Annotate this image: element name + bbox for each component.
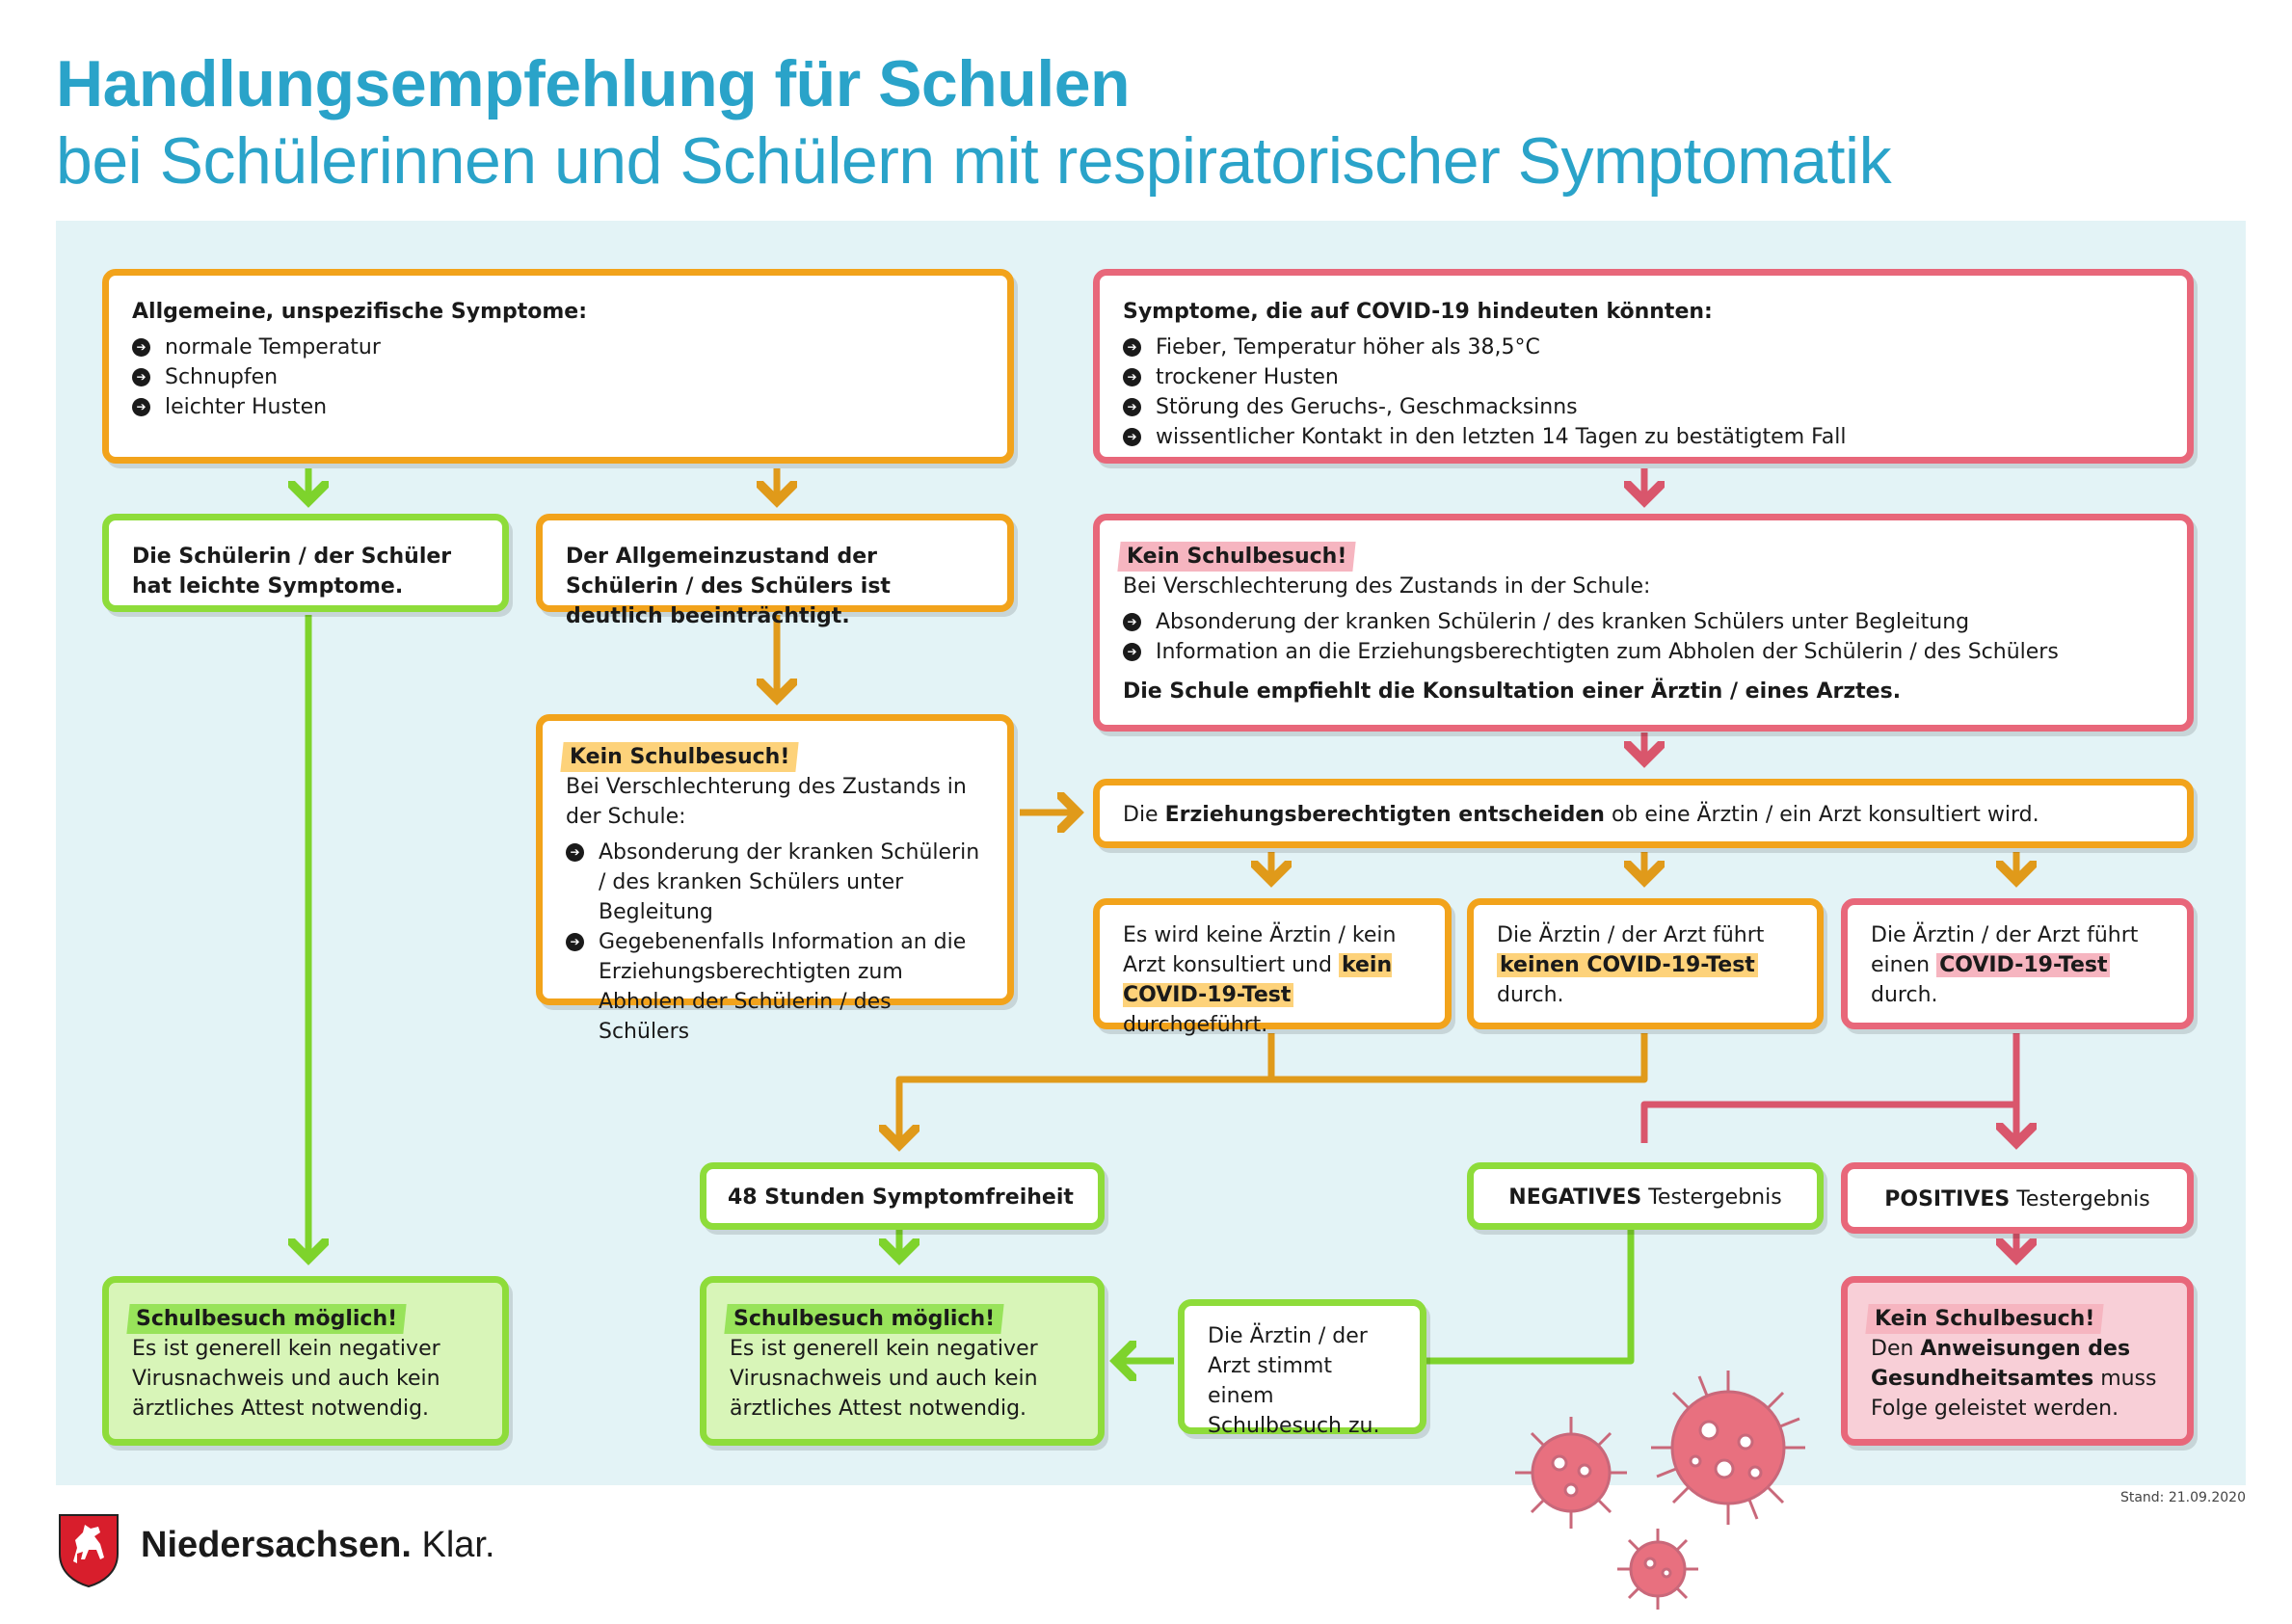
no-school-positive-box: Kein Schulbesuch! Den Anweisungen des Ge…	[1841, 1276, 2194, 1446]
school-possible-text: Es ist generell kein negativer Virusnach…	[730, 1337, 1038, 1421]
guardians-decide-box: Die Erziehungsberechtigten entscheiden o…	[1093, 779, 2194, 848]
no-school-intro: Bei Verschlechterung des Zustands in der…	[1123, 574, 1651, 599]
consultation-recommendation: Die Schule empfiehlt die Konsultation ei…	[1123, 679, 1902, 704]
no-school-badge: Kein Schulbesuch!	[1117, 542, 1356, 572]
mild-symptoms-box: Die Schülerin / der Schüler hat leichte …	[102, 514, 509, 612]
covid-symptoms-box: Symptome, die auf COVID-19 hindeuten kön…	[1093, 269, 2194, 464]
list-item: Störung des Geruchs-, Geschmacksinns	[1123, 392, 2164, 422]
school-possible-left-box: Schulbesuch möglich! Es ist generell kei…	[102, 1276, 509, 1446]
list-item: Schnupfen	[132, 362, 984, 392]
list-item: wissentlicher Kontakt in den letzten 14 …	[1123, 422, 2164, 452]
school-possible-badge: Schulbesuch möglich!	[126, 1304, 407, 1334]
mild-symptoms-text: Die Schülerin / der Schüler hat leichte …	[132, 545, 452, 599]
option-test-box: Die Ärztin / der Arzt führt einen COVID-…	[1841, 898, 2194, 1029]
list-item: Absonderung der kranken Schülerin / des …	[1123, 607, 2164, 637]
list-item: normale Temperatur	[132, 333, 984, 362]
test-highlight: COVID-19-Test	[1936, 953, 2111, 977]
doctor-agrees-box: Die Ärztin / der Arzt stimmt einem Schul…	[1178, 1299, 1426, 1438]
list-item: Information an die Erziehungsberechtigte…	[1123, 637, 2164, 667]
date-stamp: Stand: 21.09.2020	[2119, 1490, 2246, 1505]
covid-symptoms-list: Fieber, Temperatur höher als 38,5°C troc…	[1123, 333, 2164, 452]
no-school-actions-list: Absonderung der kranken Schülerin / des …	[1123, 607, 2164, 667]
option-no-doctor-box: Es wird keine Ärztin / kein Arzt konsult…	[1093, 898, 1452, 1037]
school-possible-badge: Schulbesuch möglich!	[724, 1304, 1004, 1334]
list-item: trockener Husten	[1123, 362, 2164, 392]
symptom-free-box: 48 Stunden Symptomfreiheit	[700, 1162, 1105, 1230]
option-no-test-box: Die Ärztin / der Arzt führt keinen COVID…	[1467, 898, 1824, 1029]
negative-result-box: NEGATIVES Testergebnis	[1467, 1162, 1824, 1230]
health-office-instructions: Den Anweisungen des Gesundheitsamtes mus…	[1871, 1337, 2157, 1421]
list-item: leichter Husten	[132, 392, 984, 422]
no-test-highlight: keinen COVID-19-Test	[1497, 953, 1758, 977]
guardians-decide-emphasis: Erziehungsberechtigten entscheiden	[1164, 803, 1605, 827]
list-item: Fieber, Temperatur höher als 38,5°C	[1123, 333, 2164, 362]
general-symptoms-heading: Allgemeine, unspezifische Symptome:	[132, 300, 588, 324]
covid-symptoms-heading: Symptome, die auf COVID-19 hindeuten kön…	[1123, 300, 1713, 324]
page-subtitle: bei Schülerinnen und Schülern mit respir…	[56, 124, 1892, 198]
no-school-red-box: Kein Schulbesuch! Bei Verschlechterung d…	[1093, 514, 2194, 732]
list-item: Absonderung der kranken Schülerin / des …	[566, 838, 984, 927]
no-school-intro: Bei Verschlechterung des Zustands in der…	[566, 775, 967, 829]
impaired-condition-box: Der Allgemeinzustand der Schülerin / des…	[536, 514, 1014, 628]
school-possible-mid-box: Schulbesuch möglich! Es ist generell kei…	[700, 1276, 1105, 1446]
no-school-orange-box: Kein Schulbesuch! Bei Verschlechterung d…	[536, 714, 1014, 1044]
no-school-badge: Kein Schulbesuch!	[1865, 1304, 2104, 1334]
impaired-condition-text: Der Allgemeinzustand der Schülerin / des…	[566, 545, 891, 628]
horse-coat-of-arms-icon	[59, 1514, 119, 1588]
list-item: Gegebenenfalls Information an die Erzieh…	[566, 927, 984, 1047]
no-school-badge: Kein Schulbesuch!	[560, 742, 799, 772]
page-title: Handlungsempfehlung für Schulen	[56, 47, 1131, 120]
virus-illustration-icon	[1515, 1371, 1805, 1610]
positive-result-box: POSITIVES Testergebnis	[1841, 1162, 2194, 1234]
general-symptoms-box: Allgemeine, unspezifische Symptome: norm…	[102, 269, 1014, 464]
no-school-actions-list: Absonderung der kranken Schülerin / des …	[566, 838, 984, 1047]
general-symptoms-list: normale Temperatur Schnupfen leichter Hu…	[132, 333, 984, 422]
school-possible-text: Es ist generell kein negativer Virusnach…	[132, 1337, 440, 1421]
state-logo-text: Niedersachsen. Klar.	[141, 1525, 495, 1565]
